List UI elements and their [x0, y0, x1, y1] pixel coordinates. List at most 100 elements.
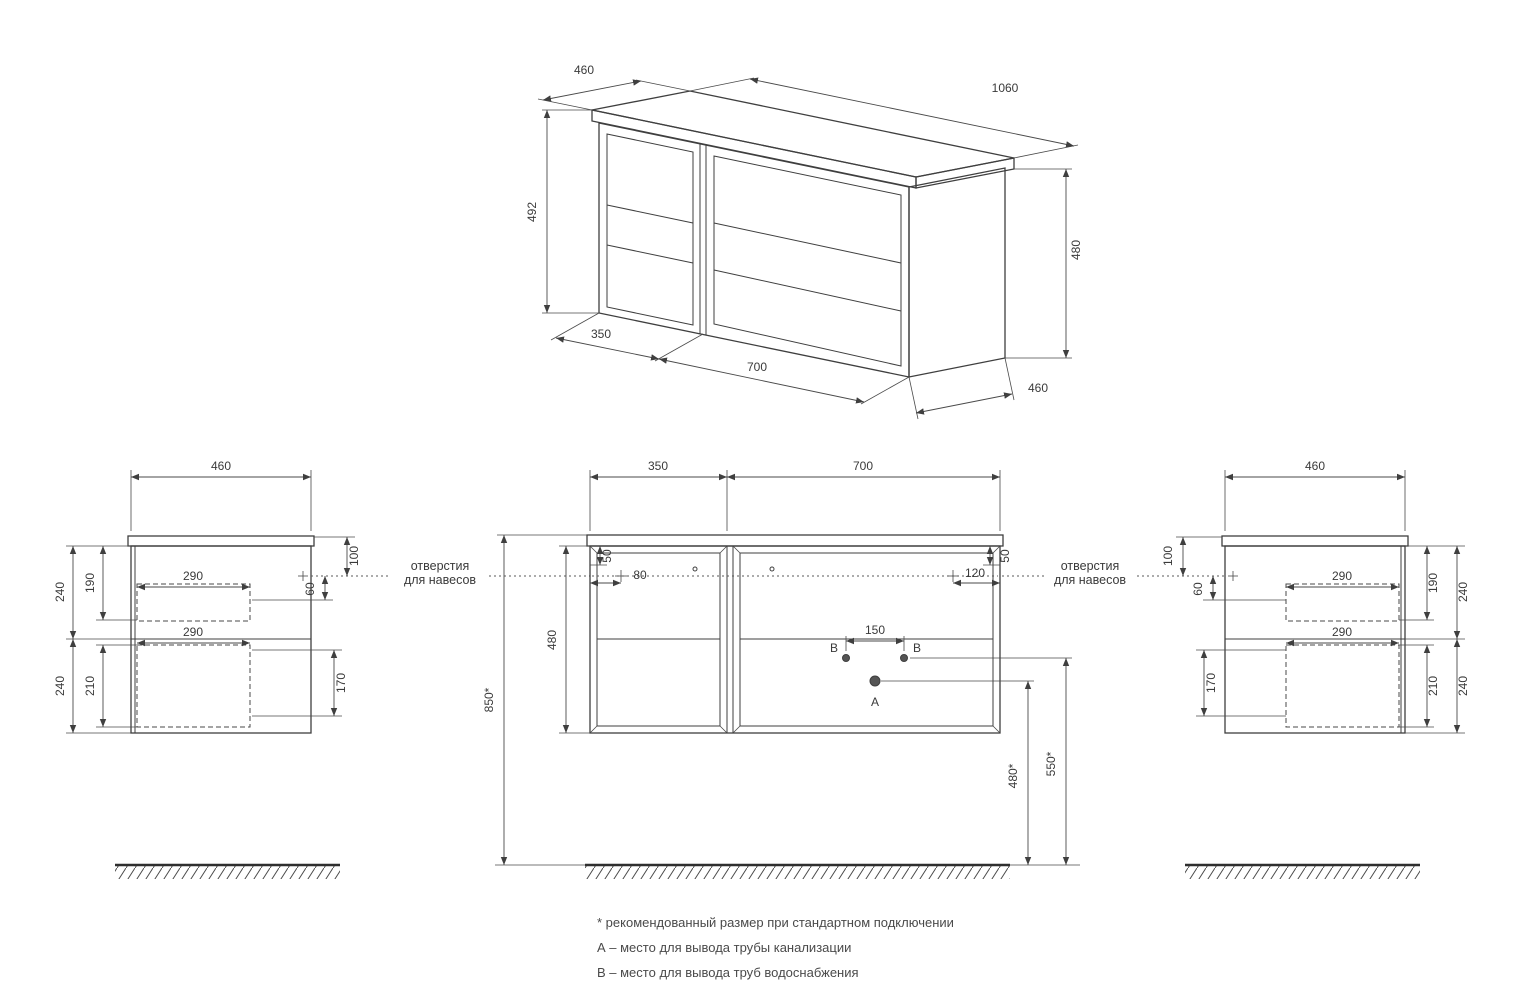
pipe-hole-b-right — [900, 654, 908, 662]
dim-label-drawer-bottom-height: 210 — [1426, 676, 1440, 696]
left-drawer-bottom-hidden — [136, 644, 251, 728]
extension-line — [1013, 144, 1079, 159]
corner-tick — [992, 725, 1001, 734]
hanger-note-line1: отверстия — [1061, 559, 1120, 573]
label-b-left: В — [830, 641, 838, 655]
hanger-note-line2: для навесов — [1054, 573, 1126, 587]
corner-tick — [732, 545, 741, 554]
iso-right-door-panel — [713, 155, 902, 367]
hanger-annotation-left: отверстия для навесов — [404, 559, 590, 587]
front-body — [589, 545, 1001, 734]
iso-countertop-side — [915, 157, 1015, 189]
top-fixing-hole — [692, 566, 698, 572]
dim-label-drawer-top-depth: 290 — [1332, 569, 1352, 583]
dim-line-section-right — [658, 357, 865, 404]
dim-label-depth: 460 — [1305, 459, 1325, 473]
dim-label-depth-top: 460 — [574, 63, 594, 77]
label-a: А — [871, 695, 879, 709]
dim-label-section-right: 700 — [853, 459, 873, 473]
footnote-recommended: * рекомендованный размер при стандартном… — [597, 915, 954, 930]
dim-line-depth-top — [542, 79, 642, 102]
side-view-left: 460 240 190 240 210 290 290 100 60 — [53, 459, 391, 734]
dim-label-hanger-offset: 100 — [1161, 546, 1175, 566]
corner-tick — [589, 545, 598, 554]
iso-left-door-panel — [606, 133, 694, 326]
dim-line-section-left — [555, 336, 660, 361]
corner-tick — [719, 545, 728, 554]
dim-label-drawer-bottom-depth: 290 — [183, 625, 203, 639]
ground-hatch-left — [115, 866, 340, 879]
dim-label-drawer-bottom-depth: 290 — [1332, 625, 1352, 639]
dim-label-width-total: 1060 — [992, 81, 1019, 95]
pipe-hole-a — [869, 675, 881, 687]
ground-hatch-center — [585, 866, 1010, 879]
ground — [115, 863, 1420, 879]
dim-label-hanger-inset-right: 120 — [965, 566, 985, 580]
extension-line — [1004, 357, 1015, 401]
dim-label-depth: 460 — [211, 459, 231, 473]
iso-countertop-front — [591, 109, 917, 189]
dim-label-gap: 60 — [1191, 582, 1205, 596]
iso-body-side — [908, 167, 1006, 378]
dim-label-bottom-half: 240 — [53, 676, 67, 696]
right-countertop — [1221, 535, 1409, 547]
dim-label-hanger-offset: 100 — [347, 546, 361, 566]
dim-line-depth-bottom — [915, 392, 1013, 415]
footnotes: * рекомендованный размер при стандартном… — [597, 915, 954, 980]
front-view-dimensions: 350 700 50 80 50 120 480 850* 150 — [482, 459, 1080, 866]
label-b-right: В — [913, 641, 921, 655]
dim-label-rail-left: 50 — [600, 549, 614, 563]
dim-label-bottom-half: 240 — [1456, 676, 1470, 696]
dim-line-width-total — [749, 77, 1075, 148]
extension-line — [860, 376, 910, 405]
right-drawer-top-hidden — [1285, 583, 1400, 622]
dim-label-drain-height: 480* — [1006, 763, 1020, 788]
dim-label-mounting-height: 850* — [482, 687, 496, 712]
dim-label-section-right: 700 — [747, 360, 767, 374]
dim-label-height-total: 492 — [525, 202, 539, 222]
front-view: 350 700 50 80 50 120 480 850* 150 — [482, 459, 1080, 866]
dim-label-drawer-inner-height: 170 — [1204, 673, 1218, 693]
dim-label-top-half: 240 — [53, 582, 67, 602]
left-view-dimensions: 460 240 190 240 210 290 290 100 60 — [53, 459, 361, 734]
iso-cabinet — [591, 90, 1015, 378]
dim-label-height-body: 480 — [1069, 240, 1083, 260]
dim-label-drawer-bottom-height: 210 — [83, 676, 97, 696]
iso-right-door-groove-2 — [713, 269, 902, 312]
extension-line — [689, 77, 755, 92]
corner-tick — [719, 725, 728, 734]
dim-label-drawer-top-height: 190 — [83, 573, 97, 593]
dim-label-drawer-top-height: 190 — [1426, 573, 1440, 593]
dim-label-body-height: 480 — [545, 630, 559, 650]
iso-left-door-groove-1 — [606, 204, 694, 224]
corner-tick — [589, 725, 598, 734]
left-countertop — [127, 535, 315, 547]
iso-right-door-groove-1 — [713, 222, 902, 264]
front-countertop — [586, 534, 1004, 547]
dim-label-rail-right: 50 — [998, 549, 1012, 563]
hanger-annotation-right: отверстия для навесов — [1002, 559, 1225, 587]
iso-dimensions: 460 1060 492 350 700 480 — [525, 63, 1083, 420]
dim-label-water-height: 550* — [1044, 751, 1058, 776]
right-drawer-bottom-hidden — [1285, 644, 1400, 728]
dim-label-pipe-spacing: 150 — [865, 623, 885, 637]
dim-label-depth-bottom: 460 — [1028, 381, 1048, 395]
iso-left-door-groove-2 — [606, 244, 694, 264]
dim-label-gap: 60 — [303, 582, 317, 596]
dim-label-top-half: 240 — [1456, 582, 1470, 602]
isometric-view: 460 1060 492 350 700 480 — [525, 63, 1083, 420]
extension-line — [537, 98, 593, 111]
ground-hatch-right — [1185, 866, 1420, 879]
right-view-dimensions: 460 100 60 170 290 290 190 240 — [1161, 459, 1470, 734]
footnote-a: А – место для вывода трубы канализации — [597, 940, 851, 955]
dim-label-section-left: 350 — [648, 459, 668, 473]
side-view-right: 460 100 60 170 290 290 190 240 — [1161, 459, 1470, 734]
extension-line — [654, 333, 704, 362]
left-drawer-top-hidden — [136, 583, 251, 622]
dim-label-section-left: 350 — [591, 327, 611, 341]
pipe-hole-b-left — [842, 654, 850, 662]
corner-tick — [992, 545, 1001, 554]
hanger-note-line2: для навесов — [404, 573, 476, 587]
